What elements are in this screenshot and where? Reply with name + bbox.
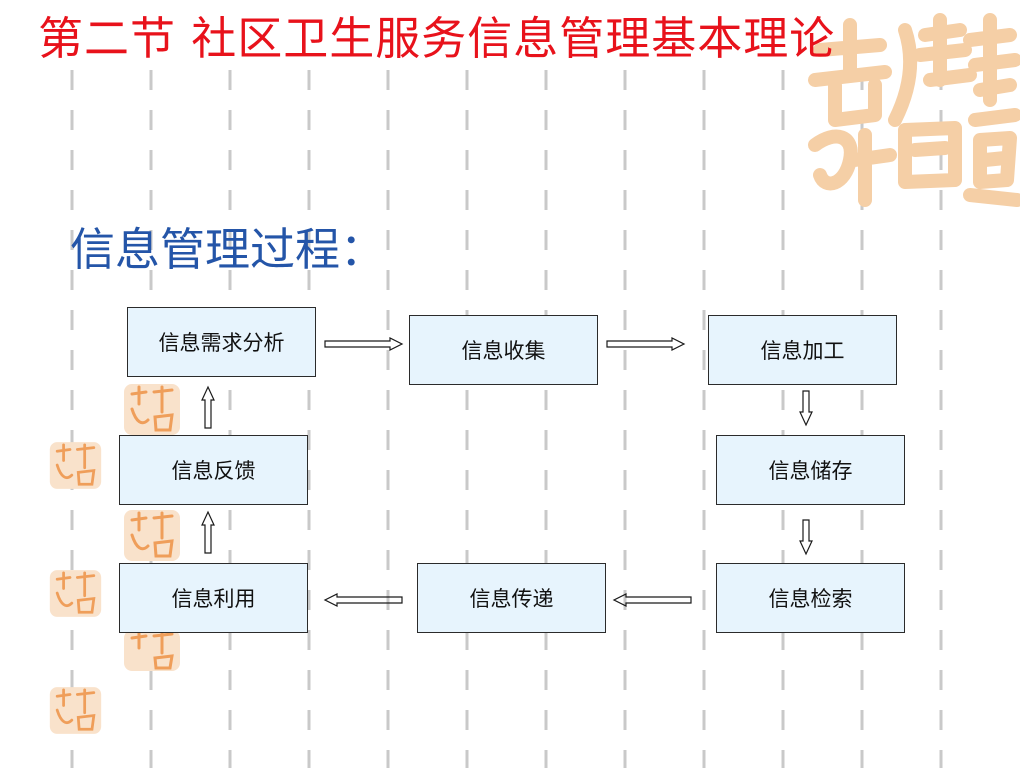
arrow-up [201, 510, 215, 554]
node-demand-analysis: 信息需求分析 [127, 307, 316, 377]
arrow-up [201, 385, 215, 429]
node-collection: 信息收集 [409, 315, 598, 385]
node-storage: 信息储存 [716, 435, 905, 505]
node-utilization: 信息利用 [119, 563, 308, 633]
seal-stamp-icon [124, 630, 180, 671]
node-processing: 信息加工 [708, 315, 897, 385]
page-title: 第二节 社区卫生服务信息管理基本理论 [38, 12, 836, 65]
seal-stamp-icon [124, 384, 180, 435]
seal-stamp-icon [49, 570, 102, 617]
seal-stamp-icon [808, 13, 1020, 207]
seal-stamp-icon [49, 687, 102, 734]
node-feedback: 信息反馈 [119, 435, 308, 505]
seal-stamp-icon [124, 510, 180, 561]
arrow-right [606, 337, 686, 351]
arrow-right [324, 337, 404, 351]
arrow-down [799, 519, 813, 556]
node-retrieval: 信息检索 [716, 563, 905, 633]
arrow-left [612, 593, 692, 607]
seal-stamp-icon [49, 442, 102, 489]
section-subtitle: 信息管理过程： [70, 223, 386, 276]
arrow-left [323, 593, 403, 607]
arrow-down [799, 390, 813, 427]
node-transmission: 信息传递 [417, 563, 606, 633]
